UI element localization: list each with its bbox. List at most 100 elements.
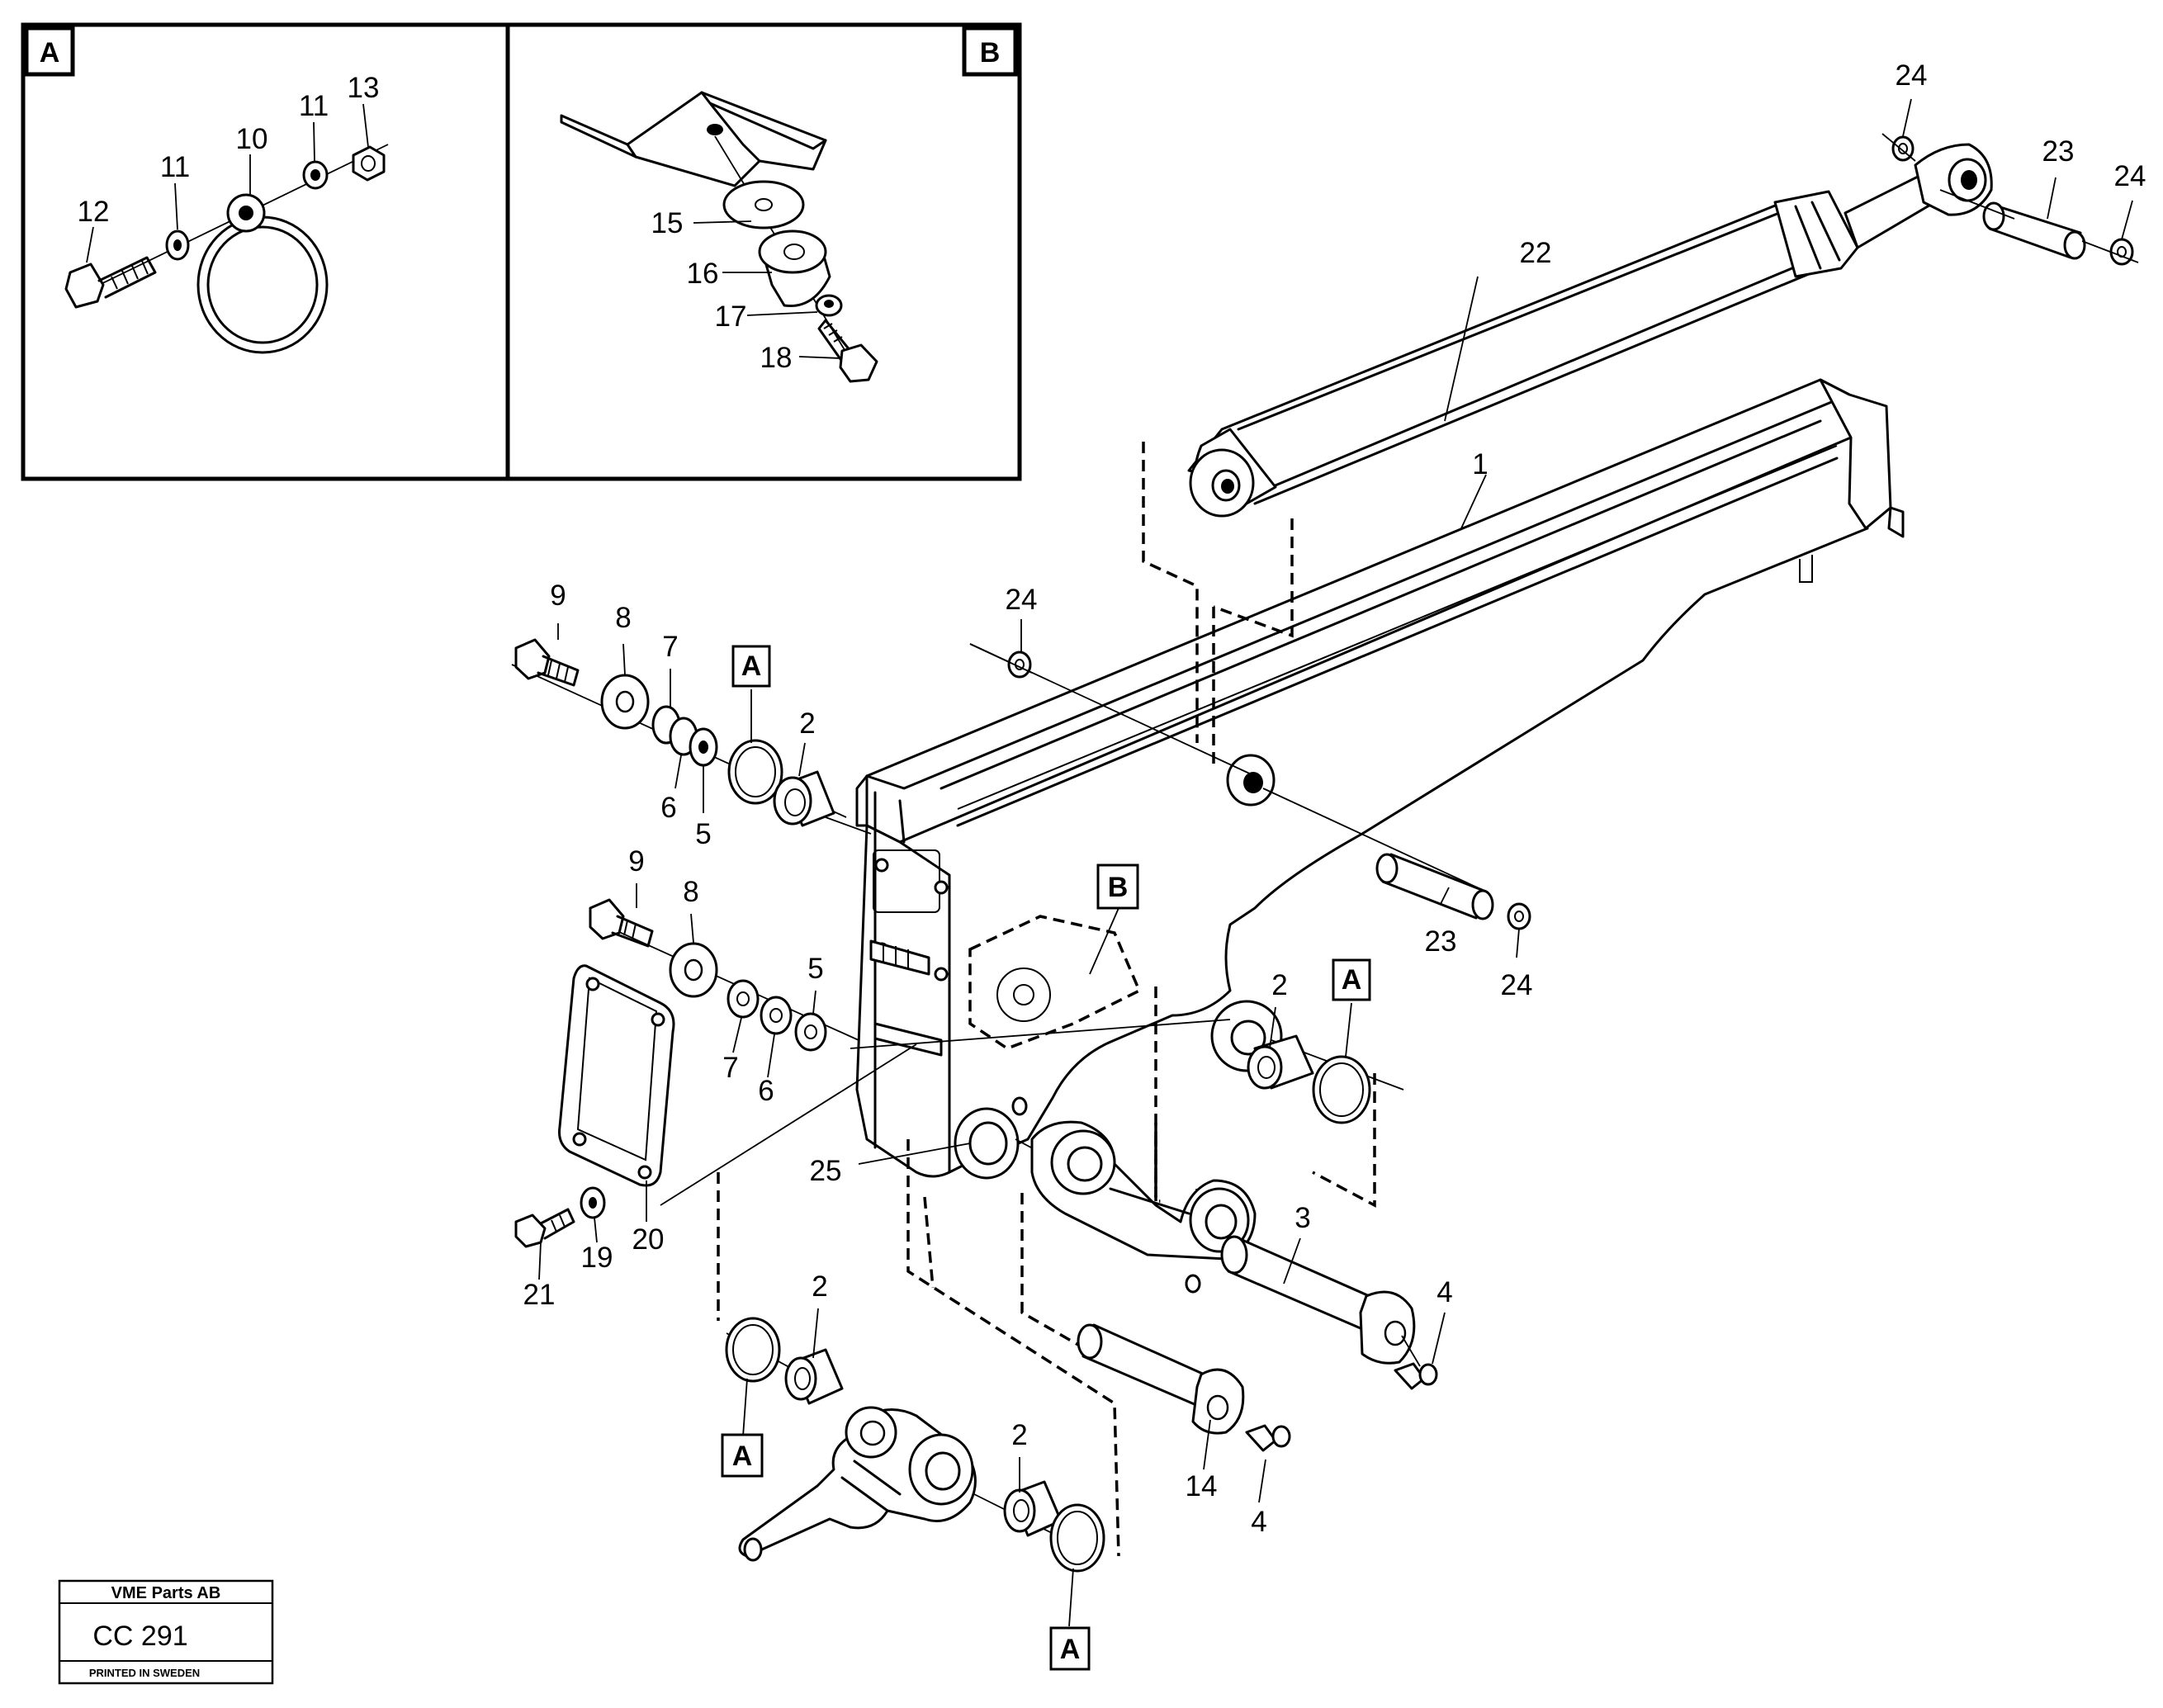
ref-tag-a-1: A — [741, 651, 762, 682]
circlip-24-top-left — [1881, 133, 1916, 162]
callout-9-a: 9 — [550, 580, 566, 612]
callout-8-a: 8 — [615, 602, 631, 634]
bushing-25 — [968, 1121, 1008, 1166]
callout-2-c: 2 — [812, 1270, 827, 1303]
callout-4-a: 4 — [1436, 1276, 1452, 1308]
pin-14 — [1077, 1323, 1245, 1435]
callout-2-d: 2 — [1011, 1419, 1027, 1451]
callout-2-b: 2 — [1271, 969, 1287, 1001]
bushing-2-lower-left — [784, 1348, 844, 1405]
stamp-company: VME Parts AB — [111, 1584, 221, 1602]
hydraulic-cylinder-22 — [1187, 143, 1993, 518]
callout-7-b: 7 — [722, 1052, 738, 1084]
callout-labels: 1 22 24 23 24 24 23 24 9 8 7 6 5 2 9 8 5… — [523, 59, 2146, 1538]
ref-tag-a-1-box — [731, 645, 771, 688]
grease-nipple-4-right — [1394, 1335, 1438, 1390]
panel-a-tag-box — [24, 26, 75, 77]
ref-tag-a-4: A — [1060, 1634, 1081, 1665]
pin-23-lower — [1375, 853, 1494, 920]
callout-5-a: 5 — [695, 818, 711, 850]
stamp-code: CC 291 — [92, 1620, 187, 1652]
detail-frame — [21, 22, 1022, 481]
bushing-2-right — [1247, 1034, 1314, 1090]
mounting-bracket — [560, 91, 827, 187]
callout-18: 18 — [760, 342, 793, 374]
bolt-9-middle — [589, 898, 625, 940]
callout-19: 19 — [581, 1242, 613, 1274]
callout-8-b: 8 — [683, 876, 698, 908]
ref-tag-a-2-box — [1332, 958, 1371, 1001]
ref-tag-b-box — [1096, 863, 1139, 910]
circlip-24-lower — [1507, 902, 1531, 930]
circlip-24-middle — [969, 643, 1033, 679]
leader-lines — [538, 98, 2133, 1627]
callout-12: 12 — [78, 196, 110, 228]
grease-nipple-4-lower — [1245, 1424, 1291, 1452]
panel-a-clamp-assembly: 12 11 10 11 13 — [64, 72, 389, 354]
lower-cylinder-end — [738, 1406, 977, 1562]
cover-plate-20 — [558, 964, 675, 1187]
nut-13 — [352, 145, 386, 182]
callout-5-b: 5 — [807, 953, 823, 985]
callout-3: 3 — [1294, 1202, 1310, 1234]
circlip-24-top-right — [2081, 238, 2139, 266]
ref-tag-a-2: A — [1342, 964, 1362, 996]
panel-a-tag: A — [40, 37, 60, 69]
detail-panels: A B — [21, 22, 1022, 481]
callout-9-b: 9 — [628, 845, 644, 878]
lower-link — [1030, 1120, 1257, 1294]
rubber-buffer-16 — [758, 229, 831, 308]
callout-23-a: 23 — [2042, 135, 2075, 168]
callout-21: 21 — [523, 1279, 556, 1311]
bushing-2-upper — [773, 770, 835, 827]
callout-22: 22 — [1520, 237, 1552, 269]
reference-tags: A A A A B — [721, 645, 1371, 1671]
callout-24-b: 24 — [2114, 160, 2146, 192]
spacer-17 — [815, 294, 843, 317]
callout-24-c: 24 — [1006, 584, 1038, 616]
bolt-9-upper — [514, 638, 551, 680]
cylinder-base-eye — [1189, 428, 1277, 518]
callout-1: 1 — [1472, 448, 1488, 480]
stamp-frame — [58, 1579, 274, 1685]
ref-tag-a-4-box — [1049, 1626, 1091, 1671]
callout-6-a: 6 — [660, 792, 676, 824]
callout-17: 17 — [715, 300, 747, 333]
callout-11-a: 11 — [160, 151, 190, 183]
callout-13: 13 — [348, 72, 380, 104]
washer-15 — [722, 180, 805, 229]
callout-24-d: 24 — [1501, 969, 1533, 1001]
callout-15: 15 — [651, 207, 684, 239]
panel-b-tag-box — [962, 26, 1018, 77]
callout-4-b: 4 — [1251, 1506, 1266, 1538]
callout-16: 16 — [687, 258, 719, 290]
stamp-footer: PRINTED IN SWEDEN — [89, 1667, 200, 1679]
publisher-stamp: VME Parts AB CC 291 PRINTED IN SWEDEN — [58, 1579, 274, 1685]
callout-20: 20 — [632, 1223, 665, 1256]
callout-23-b: 23 — [1425, 925, 1457, 958]
callout-24-a: 24 — [1896, 59, 1928, 92]
callout-10: 10 — [236, 123, 268, 155]
rod-eye — [1914, 143, 1993, 216]
pin-23-upper — [1939, 189, 2086, 260]
callout-25: 25 — [810, 1155, 842, 1187]
upper-hardware-row — [514, 638, 835, 827]
panel-b-tag: B — [980, 37, 1001, 69]
callout-6-b: 6 — [758, 1075, 774, 1107]
clamp-ring-10 — [196, 193, 329, 354]
bolt-18 — [817, 319, 878, 383]
panel-b-rubber-mount: 15 16 17 18 — [560, 91, 878, 383]
bolt-12 — [64, 256, 157, 309]
callout-14: 14 — [1186, 1470, 1218, 1502]
callout-7-a: 7 — [662, 631, 678, 663]
boom-body-1 — [855, 378, 1905, 1180]
ref-tag-b: B — [1108, 872, 1129, 903]
ref-tag-a-3: A — [732, 1441, 753, 1472]
pin-3 — [1220, 1235, 1416, 1365]
callout-11-b: 11 — [299, 90, 329, 122]
ref-tag-a-3-box — [721, 1433, 764, 1478]
middle-hardware-row — [589, 898, 827, 1052]
callout-2-a: 2 — [799, 707, 815, 740]
